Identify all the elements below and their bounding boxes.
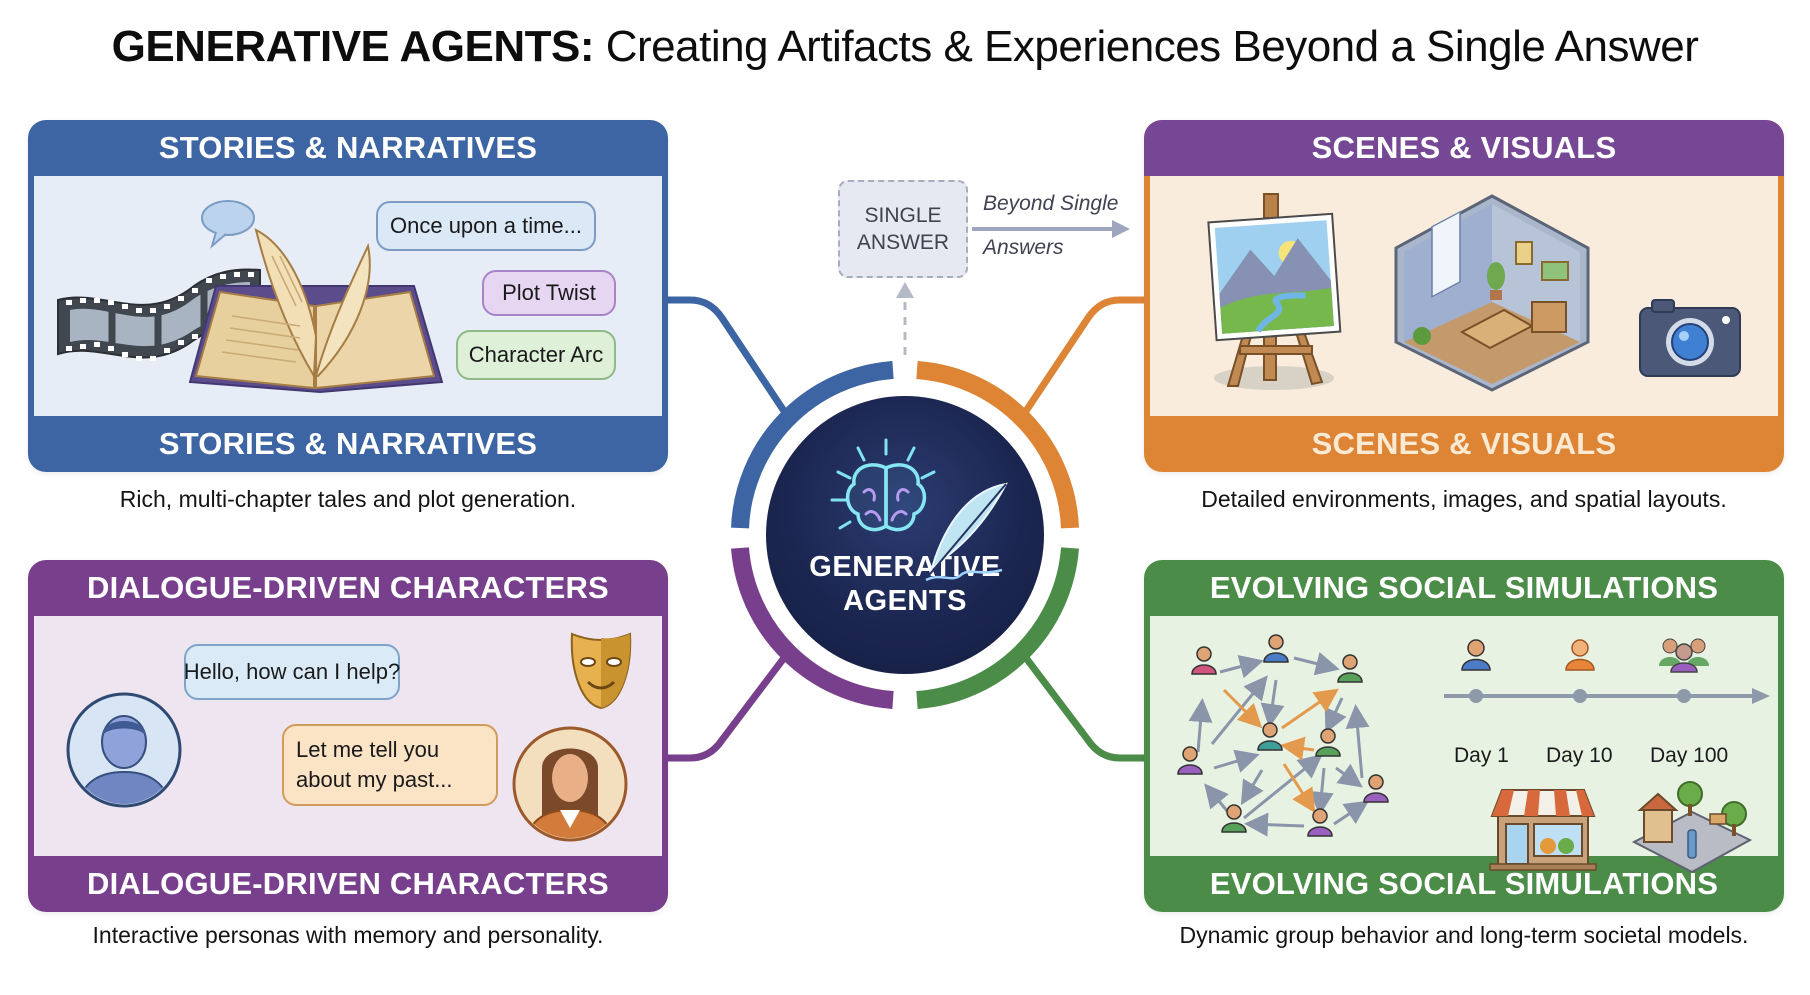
- female-avatar-icon: [512, 726, 628, 842]
- title-rest: Creating Artifacts & Experiences Beyond …: [605, 22, 1699, 71]
- card-body: Once upon a time... Plot Twist Character…: [34, 176, 662, 416]
- card-scenes-visuals: SCENES & VISUALS: [1144, 120, 1784, 472]
- connector-social: [1016, 646, 1148, 762]
- card-header: EVOLVING SOCIAL SIMULATIONS: [1209, 570, 1719, 605]
- single-answer-line1: SINGLE: [864, 204, 942, 227]
- card-dialogue-characters: DIALOGUE-DRIVEN CHARACTERS: [28, 560, 668, 912]
- card-header: DIALOGUE-DRIVEN CHARACTERS: [87, 570, 609, 605]
- arrowhead-up: [896, 282, 914, 298]
- speech-bubble-icon: [201, 200, 255, 249]
- timeline-dot-3: [1677, 689, 1691, 703]
- hub-generative-agents: GENERATIVE AGENTS: [766, 396, 1044, 674]
- brain-icon: [830, 438, 936, 532]
- hub-label-line2: AGENTS: [843, 585, 967, 617]
- timeline-label-day10: Day 10: [1546, 744, 1613, 767]
- quill-icon: [925, 482, 1008, 582]
- social-network-icon: [1177, 634, 1389, 837]
- bubble-plot-twist: Plot Twist: [482, 270, 616, 316]
- isometric-room-icon: [1394, 194, 1590, 392]
- connector-dialogue: [664, 646, 794, 762]
- bubble-hello: Hello, how can I help?: [184, 644, 400, 700]
- hub-label-line1: GENERATIVE: [809, 551, 1001, 583]
- single-answer-box: SINGLE ANSWER: [838, 180, 968, 278]
- caption-scenes: Detailed environments, images, and spati…: [1201, 486, 1727, 512]
- timeline-label-day1: Day 1: [1454, 744, 1509, 767]
- card-footer: DIALOGUE-DRIVEN CHARACTERS: [87, 866, 609, 901]
- connector-stories: [664, 296, 794, 424]
- card-body: [1150, 176, 1778, 416]
- caption-social: Dynamic group behavior and long-term soc…: [1179, 922, 1749, 948]
- single-answer-line2: ANSWER: [856, 231, 950, 254]
- group-day100-icon: [1659, 638, 1709, 673]
- card-header: STORIES & NARRATIVES: [158, 130, 538, 165]
- card-footer: SCENES & VISUALS: [1311, 426, 1617, 461]
- timeline-icon: [1444, 638, 1770, 704]
- card-body: Day 1 Day 10 Day 100: [1150, 616, 1778, 874]
- theater-mask-icon: [570, 632, 632, 710]
- card-footer: EVOLVING SOCIAL SIMULATIONS: [1209, 866, 1719, 901]
- film-strip-icon: [57, 268, 261, 361]
- storefront-icon: [1489, 789, 1597, 871]
- caption-dialogue: Interactive personas with memory and per…: [92, 922, 604, 948]
- timeline-dot-1: [1469, 689, 1483, 703]
- person-day10-icon: [1565, 639, 1595, 671]
- camera-icon: [1639, 299, 1741, 377]
- bubble-tell-past: Let me tell you about my past...: [282, 724, 498, 806]
- beyond-label-line2: Answers: [983, 236, 1064, 259]
- beyond-label-line1: Beyond Single: [983, 192, 1119, 215]
- network-nodes: [1177, 634, 1389, 837]
- bubble-once-upon: Once upon a time...: [376, 201, 596, 251]
- town-square-icon: [1631, 781, 1753, 874]
- easel-painting-icon: [1207, 193, 1342, 390]
- timeline-dot-2: [1573, 689, 1587, 703]
- caption-stories: Rich, multi-chapter tales and plot gener…: [119, 486, 577, 512]
- bubble-character-arc: Character Arc: [456, 330, 616, 380]
- page-title: GENERATIVE AGENTS: Creating Artifacts & …: [0, 22, 1810, 72]
- card-header: SCENES & VISUALS: [1144, 120, 1784, 176]
- title-bold: GENERATIVE AGENTS:: [111, 22, 595, 71]
- timeline-label-day100: Day 100: [1650, 744, 1729, 767]
- card-body: Hello, how can I help? Let me tell you a…: [34, 616, 662, 856]
- person-day1-icon: [1461, 639, 1491, 671]
- card-footer: STORIES & NARRATIVES: [158, 426, 538, 461]
- male-avatar-icon: [66, 692, 182, 808]
- card-stories-narratives: STORIES & NARRATIVES: [28, 120, 668, 472]
- connector-scenes: [1016, 296, 1148, 424]
- card-social-simulations: EVOLVING SOCIAL SIMULATIONS: [1144, 560, 1784, 912]
- beyond-arrowhead: [1112, 220, 1130, 238]
- open-book-icon: [188, 228, 444, 394]
